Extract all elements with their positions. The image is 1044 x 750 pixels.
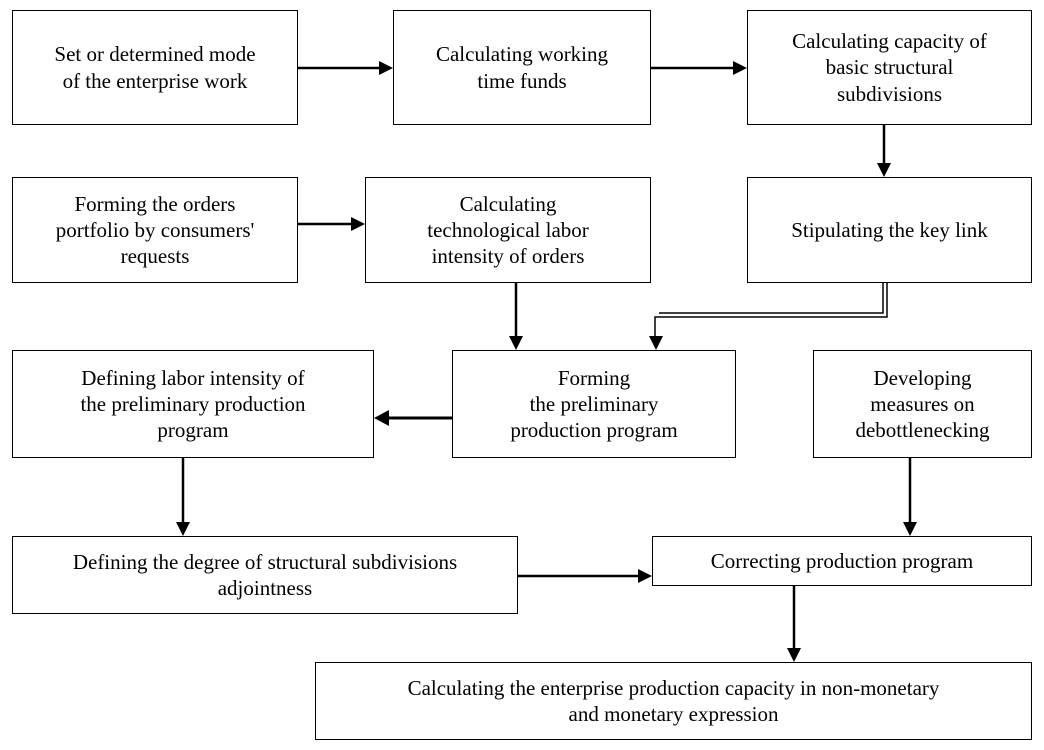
arrow-forming-to-labor-prelim [374, 410, 452, 426]
arrow-key-link-to-forming [649, 283, 888, 350]
arrow-adjointness-to-correcting [518, 569, 652, 583]
node-capacity-basic: Calculating capacity of basic structural… [747, 10, 1032, 125]
arrow-set-mode-to-working-time [298, 61, 393, 75]
arrow-working-time-to-capacity [651, 61, 747, 75]
node-key-link-label: Stipulating the key link [791, 217, 988, 242]
node-set-mode-label: Set or determined mode of the enterprise… [54, 42, 256, 93]
arrow-debottlenecking-to-correcting [903, 458, 917, 536]
node-working-time: Calculating working time funds [393, 10, 651, 125]
node-debottlenecking: Developing measures on debottlenecking [813, 350, 1032, 458]
node-tech-labor: Calculating technological labor intensit… [365, 177, 651, 283]
node-enterprise-capacity-label: Calculating the enterprise production ca… [407, 675, 940, 726]
node-set-mode: Set or determined mode of the enterprise… [12, 10, 298, 125]
node-forming-prelim-label: Forming the preliminary production progr… [510, 365, 678, 443]
node-forming-prelim: Forming the preliminary production progr… [452, 350, 736, 458]
arrow-tech-labor-to-forming [509, 283, 523, 350]
node-enterprise-capacity: Calculating the enterprise production ca… [315, 662, 1032, 740]
node-orders-portfolio: Forming the orders portfolio by consumer… [12, 177, 298, 283]
arrow-correcting-to-enterprise-capacity [787, 586, 801, 662]
node-labor-prelim-label: Defining labor intensity of the prelimin… [80, 365, 306, 443]
node-correcting-label: Correcting production program [710, 548, 974, 573]
node-tech-labor-label: Calculating technological labor intensit… [427, 191, 589, 269]
node-correcting: Correcting production program [652, 536, 1032, 586]
node-working-time-label: Calculating working time funds [435, 42, 609, 93]
node-key-link: Stipulating the key link [747, 177, 1032, 283]
node-capacity-basic-label: Calculating capacity of basic structural… [792, 29, 987, 106]
arrow-capacity-to-key-link [877, 125, 891, 177]
node-labor-prelim: Defining labor intensity of the prelimin… [12, 350, 374, 458]
arrow-labor-prelim-to-adjointness [176, 458, 190, 536]
node-debottlenecking-label: Developing measures on debottlenecking [855, 365, 990, 443]
arrow-orders-to-tech-labor [298, 217, 365, 231]
node-adjointness-label: Defining the degree of structural subdiv… [72, 549, 458, 600]
node-orders-portfolio-label: Forming the orders portfolio by consumer… [55, 191, 255, 269]
node-adjointness: Defining the degree of structural subdiv… [12, 536, 518, 614]
